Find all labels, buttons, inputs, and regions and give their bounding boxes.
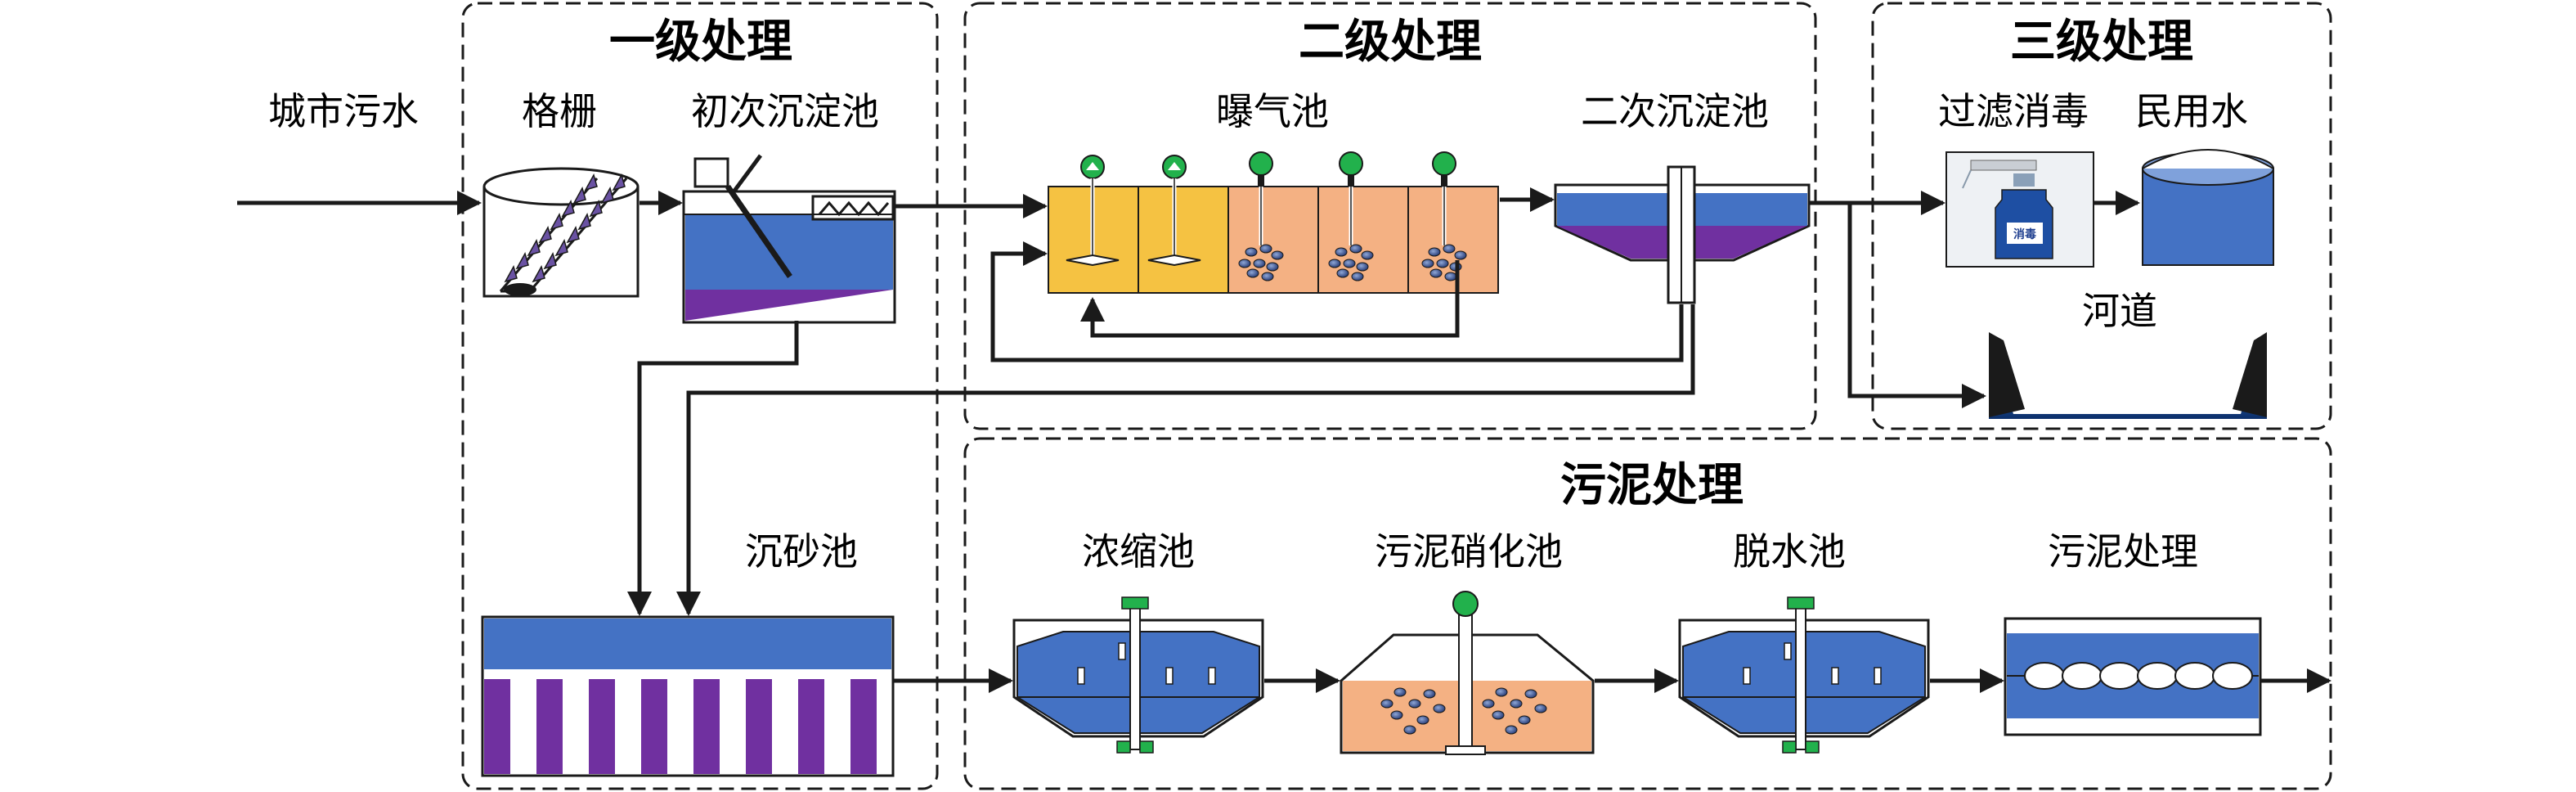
dewater-tank bbox=[1678, 596, 1930, 754]
river-icon bbox=[1989, 332, 2267, 419]
label-secondary-settling: 二次沉淀池 bbox=[1581, 89, 1769, 133]
secondary-settling-tank bbox=[1554, 165, 1811, 304]
label-dewater: 脱水池 bbox=[1733, 529, 1846, 574]
label-thickener: 浓缩池 bbox=[1082, 529, 1195, 574]
label-grit-chamber: 沉砂池 bbox=[745, 529, 858, 574]
grit-chamber bbox=[481, 615, 895, 777]
flow-primary-sludge bbox=[627, 321, 799, 616]
bottle-label: 消毒 bbox=[2013, 227, 2036, 241]
tertiary-treatment-title: 三级处理 bbox=[2010, 16, 2193, 69]
civil-water-tank-icon bbox=[2142, 149, 2274, 266]
mixer-icon bbox=[1066, 155, 1201, 267]
sludge-disposal-unit bbox=[2004, 617, 2262, 736]
label-river: 河道 bbox=[2082, 289, 2157, 333]
primary-treatment-frame bbox=[461, 2, 939, 790]
label-civil-water: 民用水 bbox=[2135, 89, 2248, 133]
primary-settling-tank bbox=[682, 154, 896, 324]
label-grille: 格栅 bbox=[522, 89, 597, 133]
secondary-treatment-title: 二级处理 bbox=[1299, 16, 1482, 69]
label-digester: 污泥硝化池 bbox=[1375, 529, 1563, 574]
tertiary-treatment-frame bbox=[1871, 2, 2332, 430]
secondary-treatment-frame bbox=[963, 2, 1817, 430]
flow-secondary-sludge bbox=[676, 304, 1695, 616]
disinfect-unit-icon: 消毒 bbox=[1945, 151, 2094, 268]
label-aeration-tank: 曝气池 bbox=[1216, 89, 1329, 133]
sludge-treatment-title: 污泥处理 bbox=[1560, 459, 1744, 512]
flow-internal-recycle bbox=[1080, 260, 1460, 338]
flow-to-river bbox=[1847, 203, 1986, 408]
label-city-sewage: 城市污水 bbox=[268, 89, 419, 133]
sludge-treatment-frame bbox=[963, 437, 2332, 790]
label-primary-settling: 初次沉淀池 bbox=[691, 89, 879, 133]
thickener-tank bbox=[1012, 596, 1264, 754]
digester-tank bbox=[1340, 591, 1595, 755]
label-sludge-disposal: 污泥处理 bbox=[2048, 529, 2198, 574]
aeration-tank bbox=[1048, 151, 1499, 294]
flow-return-sludge bbox=[990, 241, 1684, 362]
label-filter-disinfect: 过滤消毒 bbox=[1938, 89, 2089, 133]
grille-icon bbox=[482, 167, 640, 298]
primary-treatment-title: 一级处理 bbox=[609, 16, 792, 69]
